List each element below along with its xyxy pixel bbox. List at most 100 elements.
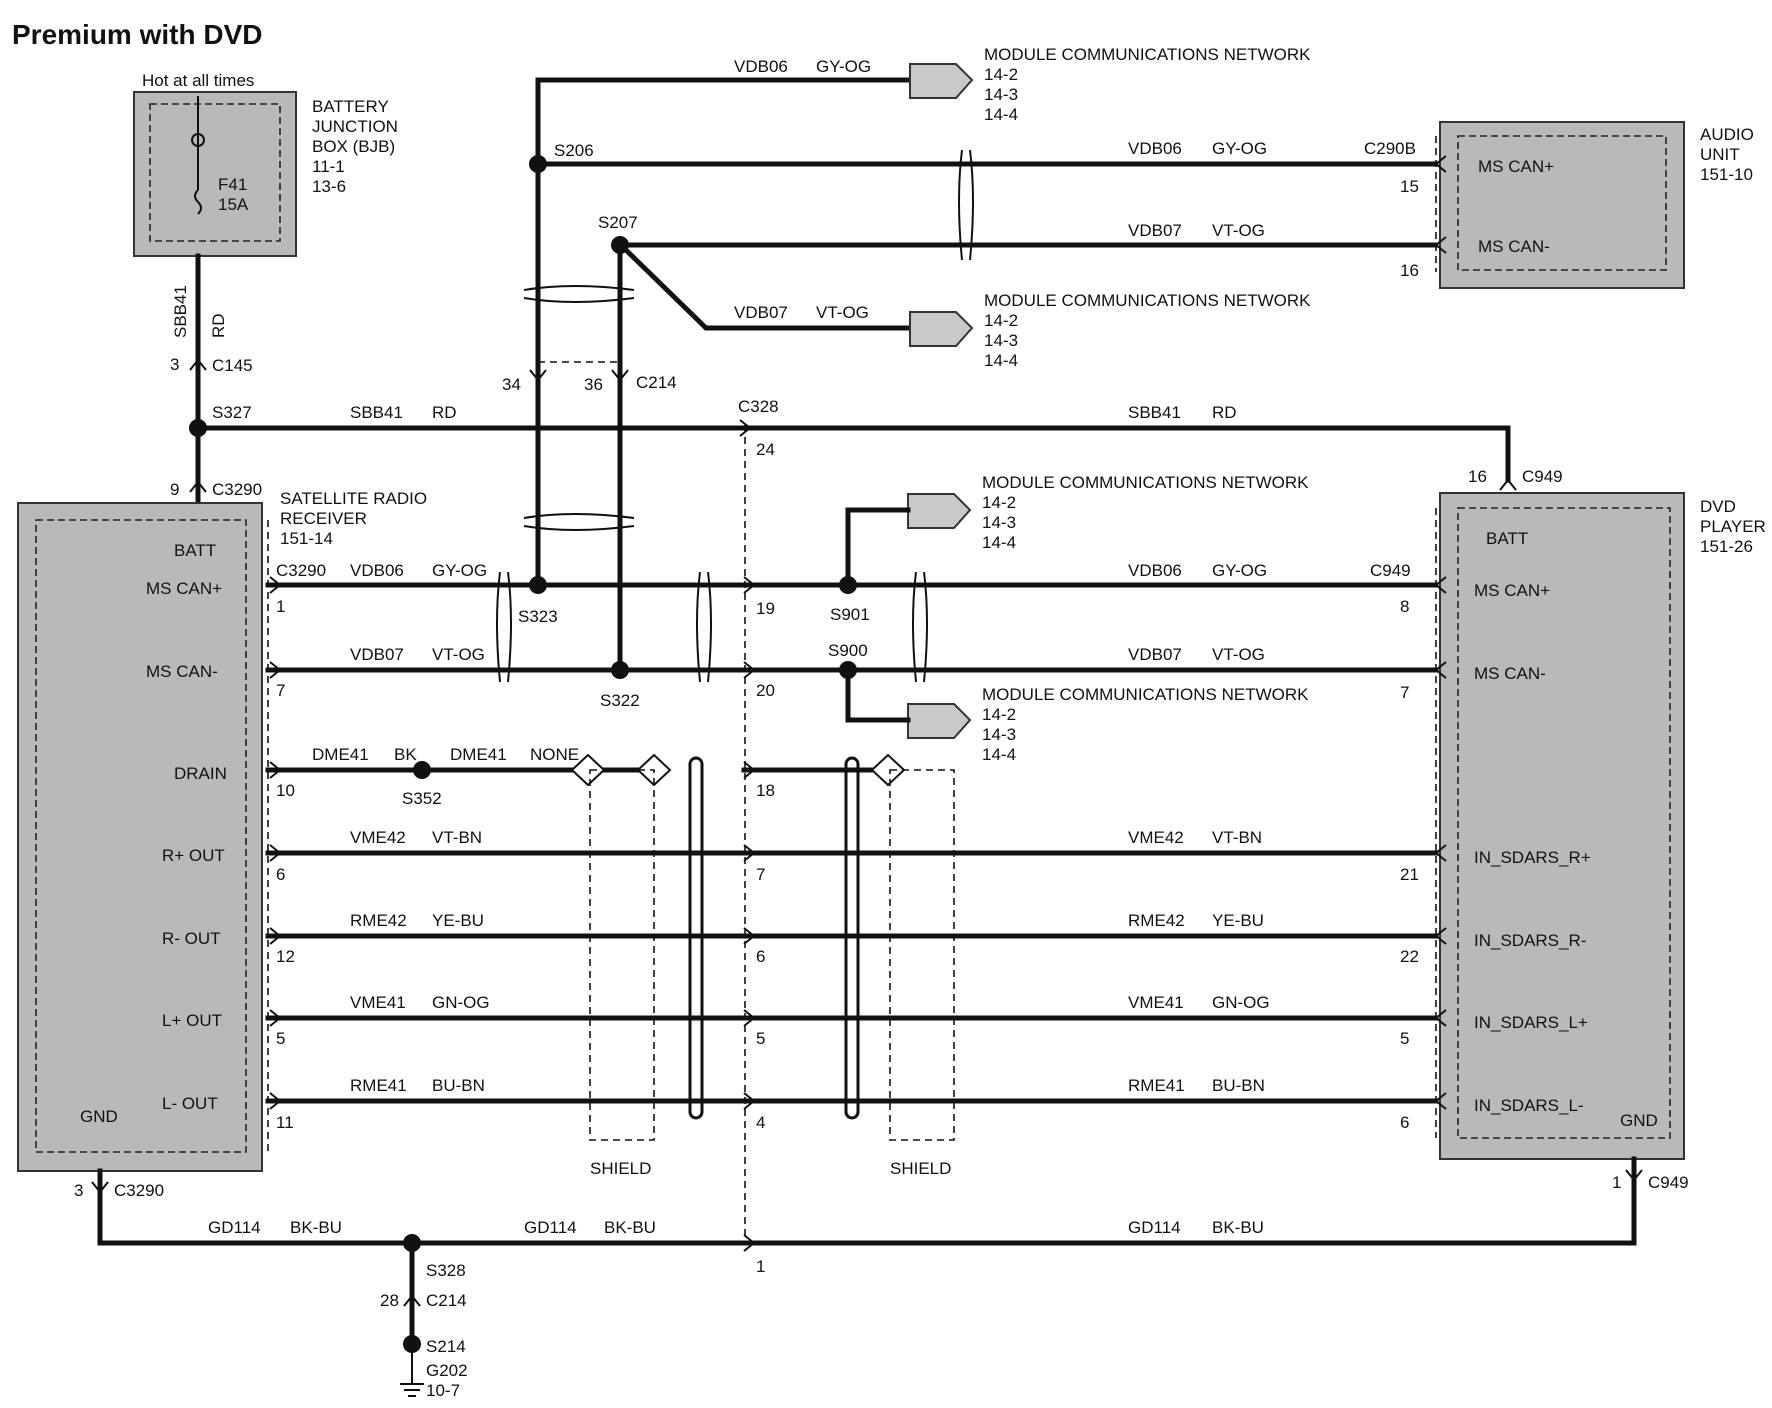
wire-label-vdb06-top: VDB06	[734, 57, 788, 76]
dvd-l-minus-arrow-icon	[1435, 1092, 1447, 1110]
mcn-ref-4c: 14-4	[982, 745, 1016, 764]
wire-color-vdb07-dvd: VT-OG	[1212, 645, 1265, 664]
dvd-pin-batt: BATT	[1486, 529, 1528, 548]
ground-id: G202	[426, 1361, 468, 1380]
bjb-name-1: BATTERY	[312, 97, 389, 116]
wire-label-gd114-a: GD114	[208, 1218, 261, 1237]
splice-label-s207: S207	[598, 213, 638, 232]
dvd-r-minus-arrow-icon	[1435, 927, 1447, 945]
splice-s352	[413, 761, 431, 779]
connector-c3290-batt-arrow-icon	[189, 480, 207, 493]
wire-s900-mcn	[845, 667, 911, 723]
splice-label-s900: S900	[828, 641, 868, 660]
mcn-ref-2a: 14-2	[984, 311, 1018, 330]
c328-pin-1: 1	[756, 1257, 765, 1276]
wire-label-vdb06-audio: VDB06	[1128, 139, 1182, 158]
c328-gnd-arrow-icon	[743, 1234, 756, 1252]
shield-label-left: SHIELD	[590, 1159, 651, 1178]
wire-color-rme41-a: BU-BN	[432, 1076, 485, 1095]
wire-color-vdb07-srr: VT-OG	[432, 645, 485, 664]
dvd-can-plus-arrow-icon	[1435, 576, 1447, 594]
dvd-batt-pin: 16	[1468, 467, 1487, 486]
dvd-gnd-pin: 1	[1612, 1173, 1621, 1192]
wire-color-vdb06-dvd: GY-OG	[1212, 561, 1267, 580]
shield-box-right	[889, 769, 955, 1141]
srr-name-2: RECEIVER	[280, 509, 367, 528]
wire-label-rme42-a: RME42	[350, 911, 407, 930]
shield-box-left	[589, 769, 655, 1141]
srr-can-minus-arrow-icon	[269, 661, 282, 679]
srr-pin-num-10: 10	[276, 781, 295, 800]
c328-pin-5: 5	[756, 1029, 765, 1048]
wire-label-vme41-b: VME41	[1128, 993, 1184, 1012]
audio-connector-label: C290B	[1364, 139, 1416, 158]
c328-arrow-icon	[739, 419, 752, 437]
wire-label-rme42-b: RME42	[1128, 911, 1185, 930]
wire-color-vdb06-top: GY-OG	[816, 57, 871, 76]
srr-pin-r-plus-out: R+ OUT	[162, 846, 225, 865]
wire-color-rme41-b: BU-BN	[1212, 1076, 1265, 1095]
connector-c949-batt-arrow-icon	[1499, 478, 1517, 491]
wire-s901-mcn	[845, 507, 911, 588]
srr-pin-num-1: 1	[276, 597, 285, 616]
shield-label-right: SHIELD	[890, 1159, 951, 1178]
wire-color-vme42-b: VT-BN	[1212, 828, 1262, 847]
splice-label-s323: S323	[518, 607, 558, 626]
wire-color-vdb06-srr: GY-OG	[432, 561, 487, 580]
wire-label-gd114-b: GD114	[524, 1218, 577, 1237]
wire-color-rme42-a: YE-BU	[432, 911, 484, 930]
c214-label: C214	[636, 373, 677, 392]
wire-label-vdb07-dvd: VDB07	[1128, 645, 1182, 664]
satellite-radio-receiver: SATELLITE RADIO RECEIVER 151-14 BATT MS …	[17, 489, 427, 1172]
wire-color-vdb06-audio: GY-OG	[1212, 139, 1267, 158]
wire-color-dme41-b: NONE	[530, 745, 579, 764]
audio-pin-ms-can-minus: MS CAN-	[1478, 237, 1550, 256]
srr-pin-ms-can-plus: MS CAN+	[146, 579, 222, 598]
srr-pin-num-12: 12	[276, 947, 295, 966]
twisted-pair-icon	[523, 513, 635, 531]
dvd-name-1: DVD	[1700, 497, 1736, 516]
wire-color-vdb07-mcn: VT-OG	[816, 303, 869, 322]
c328-pin-6: 6	[756, 947, 765, 966]
wire-label-dme41-a: DME41	[312, 745, 369, 764]
mcn-title-4: MODULE COMMUNICATIONS NETWORK	[982, 685, 1309, 704]
srr-pin-num-7: 7	[276, 681, 285, 700]
mcn-ref-3b: 14-3	[982, 513, 1016, 532]
wire-color-vme41-b: GN-OG	[1212, 993, 1270, 1012]
audio-can-plus-arrow-icon	[1435, 155, 1447, 173]
wire-color-rd-vert: RD	[209, 313, 228, 338]
wire-label-vme42-b: VME42	[1128, 828, 1184, 847]
c3290-gnd-arrow-icon	[91, 1181, 109, 1194]
audio-pin-16: 16	[1400, 261, 1419, 280]
splice-label-s214: S214	[426, 1337, 466, 1356]
bjb-ref-1: 11-1	[312, 157, 345, 176]
wire-color-sbb41-b: RD	[1212, 403, 1237, 422]
shield-diamond-icon	[570, 753, 606, 787]
c328-pin-24: 24	[756, 440, 775, 459]
mcn-ref-4a: 14-2	[982, 705, 1016, 724]
audio-pin-15: 15	[1400, 177, 1419, 196]
wire-color-vme41-a: GN-OG	[432, 993, 490, 1012]
c214-pin-a: 34	[502, 375, 521, 394]
bjb-fuse-rating: 15A	[218, 195, 249, 214]
wire-color-vdb07-audio: VT-OG	[1212, 221, 1265, 240]
fuse-terminal-icon	[191, 133, 205, 147]
c214-gnd-arrow-icon	[403, 1294, 421, 1307]
audio-row-r-minus: 12 6 22 RME42 YE-BU RME42 YE-BU	[265, 911, 1447, 966]
srr-l-plus-arrow-icon	[269, 1009, 282, 1027]
bjb-name-3: BOX (BJB)	[312, 137, 395, 156]
wire-label-sbb41-b: SBB41	[1128, 403, 1181, 422]
dvd-pin-in-sdars-r-plus: IN_SDARS_R+	[1474, 848, 1591, 867]
c328-can-minus-arrow-icon	[743, 661, 756, 679]
dvd-pin-num-21: 21	[1400, 865, 1419, 884]
dvd-pin-in-sdars-l-plus: IN_SDARS_L+	[1474, 1013, 1588, 1032]
wire-label-gd114-c: GD114	[1128, 1218, 1181, 1237]
mcn-title-1: MODULE COMMUNICATIONS NETWORK	[984, 45, 1311, 64]
audio-pin-ms-can-plus: MS CAN+	[1478, 157, 1554, 176]
srr-name-3: 151-14	[280, 529, 333, 548]
mcn-ref-4b: 14-3	[982, 725, 1016, 744]
fuse-icon	[194, 189, 202, 215]
c328-l-plus-arrow-icon	[743, 1009, 756, 1027]
c328-pin-19: 19	[756, 599, 775, 618]
splice-s214	[403, 1335, 421, 1353]
